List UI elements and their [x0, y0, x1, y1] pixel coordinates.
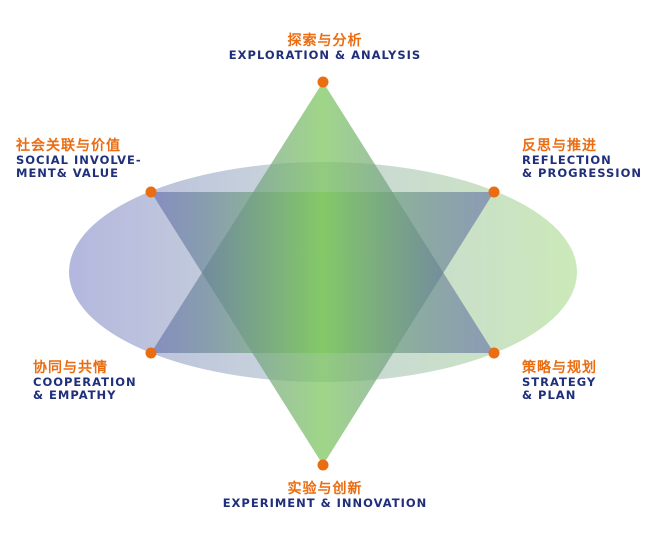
label-upper-left-en-2: MENT& VALUE: [16, 166, 119, 181]
label-top-zh: 探索与分析: [287, 33, 363, 49]
label-upper-right-en-2: & PROGRESSION: [522, 166, 642, 181]
label-lower-right-en-2: & PLAN: [522, 388, 577, 403]
upward-triangle: [151, 82, 494, 353]
label-lower-right-zh: 策略与规划: [522, 360, 597, 376]
node-upper-left: [145, 186, 157, 198]
label-upper-left-zh: 社会关联与价值: [16, 138, 121, 154]
label-top-en: EXPLORATION & ANALYSIS: [228, 48, 422, 63]
label-lower-right-en-1: STRATEGY: [522, 375, 597, 390]
node-top: [317, 76, 329, 88]
label-lower-left-en-2: & EMPATHY: [33, 388, 117, 403]
label-bottom-en: EXPERIMENT & INNOVATION: [222, 496, 428, 511]
label-reflection-progression: 反思与推进 REFLECTION & PROGRESSION: [522, 138, 642, 181]
label-social-involvement-value: 社会关联与价值 SOCIAL INVOLVE- MENT& VALUE: [16, 138, 142, 181]
node-bottom: [317, 459, 329, 471]
node-lower-right: [488, 347, 500, 359]
label-cooperation-empathy: 协同与共情 COOPERATION & EMPATHY: [33, 360, 137, 403]
node-upper-right: [488, 186, 500, 198]
label-bottom-zh: 实验与创新: [287, 481, 363, 497]
label-lower-left-zh: 协同与共情: [33, 360, 108, 376]
node-lower-left: [145, 347, 157, 359]
label-experiment-innovation: 实验与创新 EXPERIMENT & INNOVATION: [200, 481, 450, 510]
label-strategy-plan: 策略与规划 STRATEGY & PLAN: [522, 360, 597, 403]
label-upper-right-en-1: REFLECTION: [522, 153, 612, 168]
label-upper-left-en-1: SOCIAL INVOLVE-: [16, 153, 142, 168]
label-lower-left-en-1: COOPERATION: [33, 375, 137, 390]
label-upper-right-zh: 反思与推进: [522, 138, 597, 154]
label-exploration-analysis: 探索与分析 EXPLORATION & ANALYSIS: [200, 33, 450, 62]
